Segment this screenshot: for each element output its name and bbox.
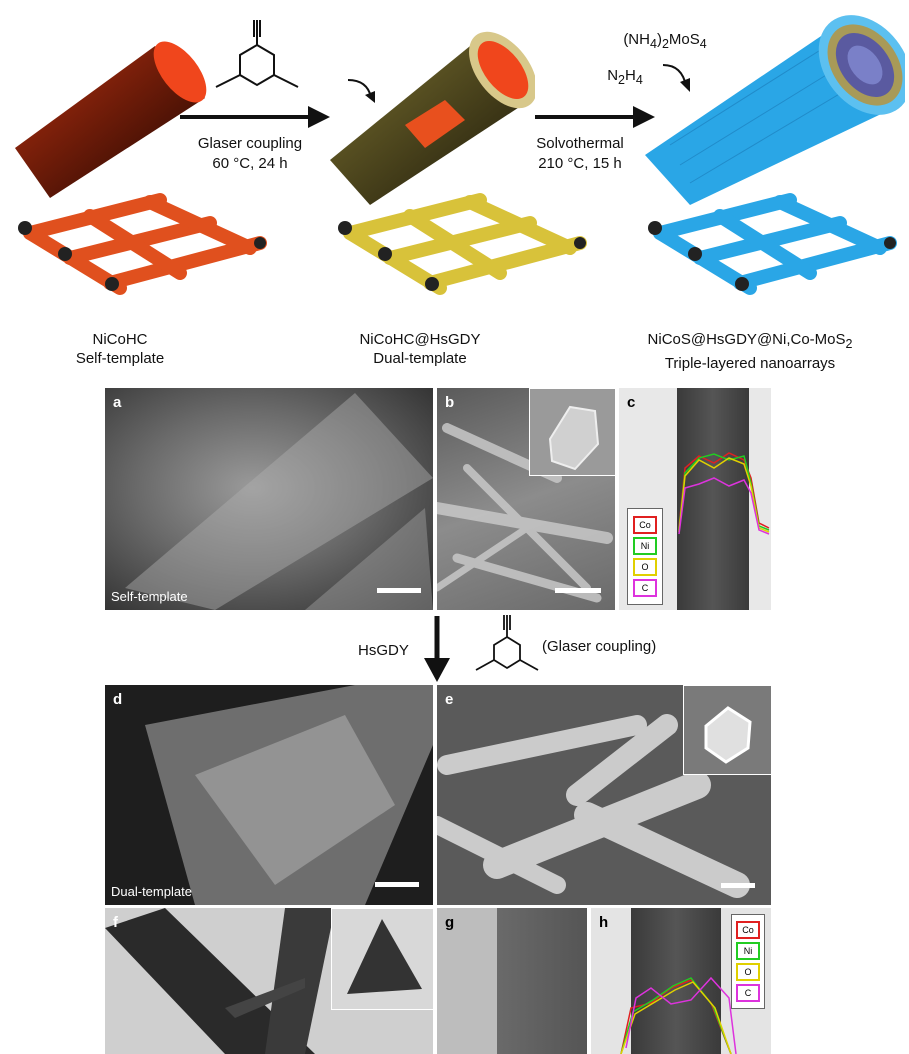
legend-c: C [633, 579, 657, 597]
legend-co: Co [633, 516, 657, 534]
step2-condition: Solvothermal 210 °C, 15 h [510, 134, 650, 174]
triethynylbenzene-icon [215, 20, 299, 88]
panel-h-letter: h [599, 914, 609, 931]
arrow-right-icon-2 [535, 106, 655, 128]
legend-co-2: Co [736, 921, 760, 939]
reagent-hydrazine: N2H4 [607, 67, 643, 87]
panel-a: a Self-template [105, 388, 433, 610]
arrow-right-icon [180, 106, 330, 128]
panel-h-legend: Co Ni O C [731, 914, 765, 1009]
stage2-name: NiCoHC@HsGDY [359, 331, 481, 348]
yellow-mesh [338, 193, 587, 295]
panel-c-linescan [678, 452, 770, 535]
panel-f-letter: f [113, 914, 118, 931]
panel-f-rods [105, 908, 335, 1054]
panel-d-texture [145, 685, 433, 905]
panel-h-rod [631, 908, 721, 1054]
panel-a-caption: Self-template [111, 589, 188, 604]
triethynylbenzene-icon-2 [475, 615, 539, 671]
arrow-down-icon [424, 616, 450, 682]
blue-mesh [648, 193, 897, 295]
orange-rod [15, 41, 207, 198]
panel-a-letter: a [113, 394, 122, 411]
legend-o-2: O [736, 963, 760, 981]
panel-d-caption: Dual-template [111, 884, 192, 899]
stage3-name: NiCoS@HsGDY@Ni,Co-MoS2 [647, 331, 853, 351]
curved-arrow-icon-2 [662, 64, 690, 92]
panel-d-letter: d [113, 691, 123, 708]
panel-c-legend: Co Ni O C [627, 508, 663, 605]
panel-g-letter: g [445, 914, 455, 931]
panel-g-band [497, 908, 587, 1054]
panel-b: b [437, 388, 615, 610]
legend-ni-2: Ni [736, 942, 760, 960]
curved-arrow-icon [347, 79, 375, 103]
panel-e-inset [683, 685, 771, 775]
panel-e: e [437, 685, 771, 905]
panel-c-letter: c [627, 394, 636, 411]
panel-c-rod [677, 388, 749, 610]
legend-o: O [633, 558, 657, 576]
panel-h-linescan [620, 976, 737, 1054]
stage2-role: Dual-template [373, 350, 467, 367]
panel-b-inset [529, 388, 615, 476]
stage2-label: NiCoHC@HsGDY Dual-template [320, 330, 520, 368]
step2-line1: Solvothermal [536, 135, 624, 152]
panel-c: c Co Ni O C [619, 388, 771, 610]
yellow-rod [330, 31, 535, 205]
panel-h: h Co Ni O C [591, 908, 771, 1054]
scale-bar [377, 588, 421, 593]
panel-e-nanowires [437, 714, 750, 898]
blue-rod [645, 15, 905, 205]
panel-f-inset [331, 908, 433, 1010]
panel-d: d Dual-template [105, 685, 433, 905]
step1-condition: Glaser coupling 60 °C, 24 h [170, 134, 330, 174]
scale-bar-2 [555, 588, 601, 593]
panel-e-letter: e [445, 691, 454, 708]
orange-mesh [18, 193, 267, 295]
step1-line1: Glaser coupling [197, 135, 303, 152]
scale-bar-3 [375, 882, 419, 887]
stage1-role: Self-template [75, 350, 165, 367]
middle-left-label: HsGDY [358, 642, 409, 659]
panel-g: g [437, 908, 587, 1054]
panel-b-letter: b [445, 394, 455, 411]
stage3-label: NiCoS@HsGDY@Ni,Co-MoS2 Triple-layered na… [600, 330, 900, 373]
step1-line2: 60 °C, 24 h [212, 155, 288, 172]
legend-c-2: C [736, 984, 760, 1002]
reagent-molybdate: (NH4)2MoS4 [623, 31, 707, 51]
stage3-role: Triple-layered nanoarrays [664, 355, 836, 372]
stage1-name: NiCoHC [92, 331, 148, 348]
panel-a-texture [125, 393, 433, 610]
stage1-label: NiCoHC Self-template [40, 330, 200, 368]
step2-line2: 210 °C, 15 h [538, 155, 622, 172]
scale-bar-4 [721, 883, 755, 888]
panel-f: f [105, 908, 433, 1054]
middle-step: HsGDY (Glaser coupling) [0, 612, 909, 684]
legend-ni: Ni [633, 537, 657, 555]
middle-right-label: (Glaser coupling) [542, 638, 657, 655]
